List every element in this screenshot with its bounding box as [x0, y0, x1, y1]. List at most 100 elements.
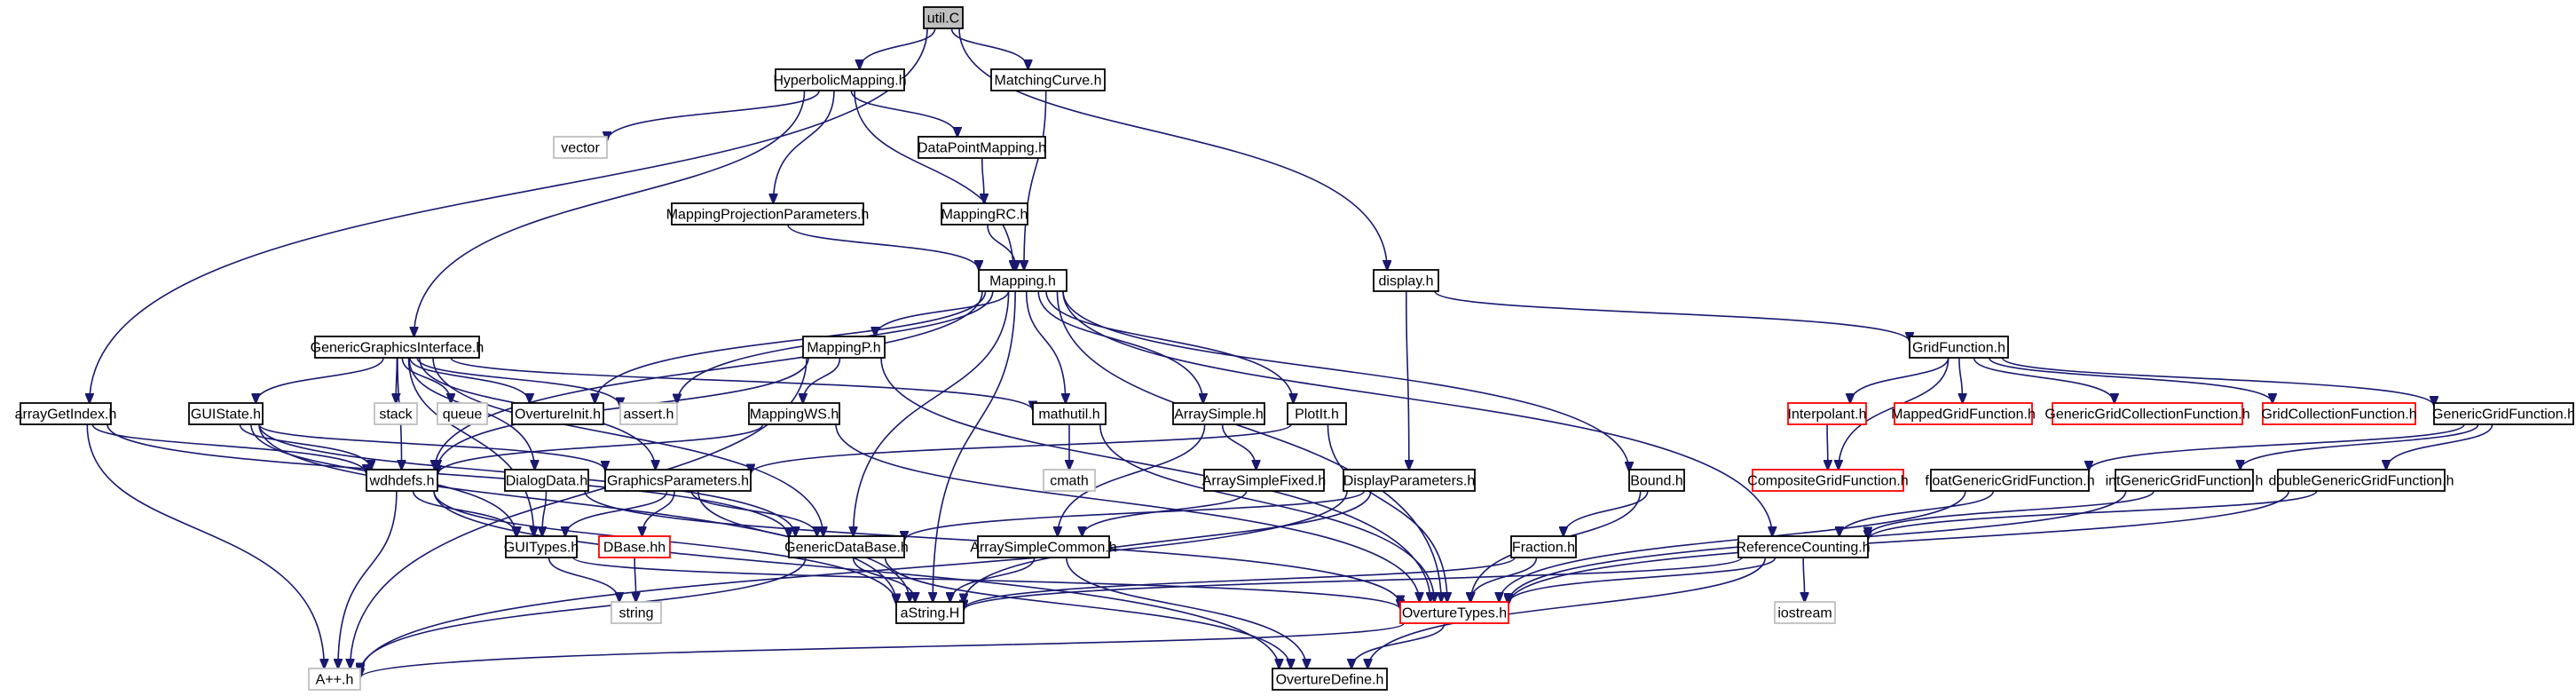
node-bound[interactable]: Bound.h: [1628, 469, 1685, 492]
node-box: [2277, 469, 2446, 492]
node-label: mathutil.h: [1038, 407, 1099, 423]
node-box: [1774, 601, 1836, 624]
node-stack[interactable]: stack: [374, 402, 418, 425]
edge-graphicsparams-to-genericdatabase: [690, 490, 817, 536]
node-label: GUITypes.h: [504, 541, 579, 556]
edge-wdhdefs-to-guitypes: [412, 490, 517, 536]
edge-mappingws-to-overturetypes: [835, 423, 1420, 602]
edge-hyperbolic-to-vector: [607, 90, 820, 141]
edge-guistate-to-astring: [258, 423, 896, 603]
node-hyperbolic[interactable]: HyperbolicMapping.h: [773, 68, 907, 91]
edge-gridfunction-to-mappedgf: [1959, 357, 1963, 403]
node-utilc[interactable]: util.C: [923, 6, 964, 29]
edge-arraygetindex-to-wdhdefs: [91, 423, 366, 474]
node-interpolant[interactable]: Interpolant.h: [1787, 402, 1867, 425]
node-mappingrc[interactable]: MappingRC.h: [941, 202, 1028, 225]
node-genericgf[interactable]: GenericGridFunction.h: [2432, 402, 2575, 425]
edge-arraysimplefixed-to-arraysimplecommon: [1083, 490, 1248, 536]
node-arraysimple[interactable]: ArraySimple.h: [1172, 402, 1265, 425]
node-queue[interactable]: queue: [437, 402, 488, 425]
node-genericdatabase[interactable]: GenericDataBase.h: [784, 535, 909, 558]
node-label: stack: [379, 407, 413, 423]
node-mappingws[interactable]: MappingWS.h: [748, 402, 840, 425]
node-fraction[interactable]: Fraction.h: [1510, 535, 1577, 558]
edge-graphicsparams-to-guitypes: [565, 490, 668, 536]
edge-overturetypes-to-app: [360, 622, 1405, 677]
node-cmath[interactable]: cmath: [1043, 469, 1096, 492]
node-mapping[interactable]: Mapping.h: [978, 269, 1067, 292]
node-mathutil[interactable]: mathutil.h: [1032, 402, 1107, 425]
node-arraysimplefixed[interactable]: ArraySimpleFixed.h: [1202, 469, 1327, 492]
node-gengridcollgf[interactable]: GenericGridCollectionFunction.h: [2044, 402, 2250, 425]
node-astring[interactable]: aString.H: [895, 601, 965, 624]
edge-mapping-to-overturetypes: [1056, 290, 1441, 602]
node-asserth[interactable]: assert.h: [619, 402, 678, 425]
node-dbase[interactable]: DBase.hh: [598, 535, 671, 558]
node-display[interactable]: display.h: [1373, 269, 1439, 292]
node-overtureinit[interactable]: OvertureInit.h: [511, 402, 604, 425]
edge-dialogdata-to-guitypes: [542, 490, 547, 536]
node-box: [2262, 402, 2416, 425]
node-label: MappingP.h: [807, 341, 880, 356]
node-vector[interactable]: vector: [553, 136, 608, 159]
edge-ggi-to-overtureinit: [409, 357, 530, 403]
node-intgf[interactable]: intGenericGridFunction.h: [2106, 469, 2264, 492]
node-app[interactable]: A++.h: [308, 668, 361, 691]
edge-refcounting-to-iostream: [1803, 557, 1804, 602]
node-label: vector: [561, 141, 600, 156]
node-overturedefine[interactable]: OvertureDefine.h: [1272, 668, 1388, 691]
node-mappingp[interactable]: MappingP.h: [802, 336, 886, 359]
edge-utilc-to-matchingcurve: [950, 28, 1028, 69]
node-ggi[interactable]: GenericGraphicsInterface.h: [311, 336, 484, 359]
node-iostream[interactable]: iostream: [1774, 601, 1836, 624]
node-matchingcurve[interactable]: MatchingCurve.h: [990, 68, 1106, 91]
node-box: [1373, 269, 1439, 292]
edge-mappingws-to-wdhdefs: [437, 423, 764, 475]
node-graphicsparams[interactable]: GraphicsParameters.h: [604, 469, 752, 492]
node-mappedgf[interactable]: MappedGridFunction.h: [1891, 402, 2036, 425]
node-label: intGenericGridFunction.h: [2106, 474, 2264, 489]
node-displayparams[interactable]: DisplayParameters.h: [1343, 469, 1476, 492]
node-box: [1510, 535, 1577, 558]
node-gridcollgf[interactable]: GridCollectionFunction.h: [2261, 402, 2417, 425]
edge-matchingcurve-to-mapping: [1024, 90, 1047, 270]
node-dialogdata[interactable]: DialogData.h: [504, 469, 589, 492]
node-label: GenericGridCollectionFunction.h: [2044, 407, 2249, 423]
node-label: display.h: [1379, 274, 1434, 289]
node-floatgf[interactable]: floatGenericGridFunction.h: [1925, 469, 2095, 492]
edge-plotit-to-overturetypes: [1327, 423, 1447, 602]
node-refcounting[interactable]: ReferenceCounting.h: [1736, 535, 1871, 558]
node-box: [941, 202, 1028, 225]
node-string[interactable]: string: [611, 601, 662, 624]
node-box: [188, 402, 264, 425]
node-wdhdefs[interactable]: wdhdefs.h: [366, 469, 438, 492]
edge-dbase-to-string: [634, 557, 635, 602]
node-label: GenericGraphicsInterface.h: [311, 341, 484, 356]
edge-hyperbolic-to-ggi: [414, 90, 806, 336]
edge-bound-to-fraction: [1564, 490, 1649, 536]
node-plotit[interactable]: PlotIt.h: [1287, 402, 1347, 425]
node-box: [1343, 469, 1476, 492]
edge-display-to-gridfunction: [1434, 290, 1910, 342]
node-label: Fraction.h: [1512, 541, 1575, 556]
node-label: util.C: [927, 12, 959, 27]
node-datapointmapping[interactable]: DataPointMapping.h: [918, 136, 1046, 159]
node-overturetypes[interactable]: OvertureTypes.h: [1399, 601, 1509, 624]
edge-displayparams-to-app: [360, 490, 1348, 675]
node-label: OvertureDefine.h: [1276, 673, 1384, 688]
node-box: [1894, 402, 2033, 425]
node-guistate[interactable]: GUIState.h: [188, 402, 264, 425]
node-box: [2052, 402, 2243, 425]
node-compositegf[interactable]: CompositeGridFunction.h: [1747, 469, 1909, 492]
node-arraysimplecommon[interactable]: ArraySimpleCommon.h: [970, 535, 1117, 558]
edge-arraygetindex-to-app: [86, 423, 324, 668]
node-label: MappingProjectionParameters.h: [666, 208, 870, 223]
node-doublegf[interactable]: doubleGenericGridFunction.h: [2268, 469, 2454, 492]
node-arraygetindex[interactable]: arrayGetIndex.h: [15, 402, 117, 425]
node-guitypes[interactable]: GUITypes.h: [504, 535, 579, 558]
edge-doublegf-to-refcounting: [1868, 490, 2318, 540]
node-gridfunction[interactable]: GridFunction.h: [1909, 336, 2009, 359]
node-label: wdhdefs.h: [369, 474, 435, 489]
node-mappingprojparams[interactable]: MappingProjectionParameters.h: [666, 202, 870, 225]
